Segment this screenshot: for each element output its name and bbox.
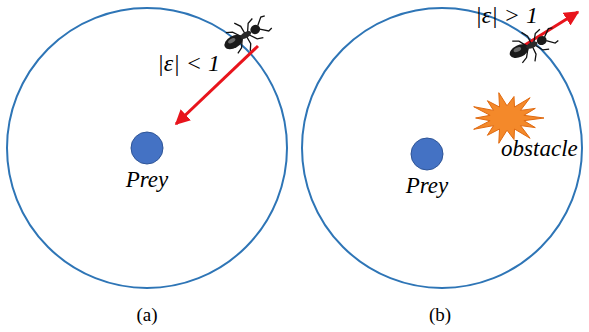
epsilon-label: |ε| > 1	[475, 2, 538, 29]
prey-dot	[130, 131, 164, 165]
panel-caption: (a)	[136, 304, 157, 326]
prey-node: Prey	[410, 137, 444, 171]
ant-icon	[217, 8, 276, 61]
range-circle	[302, 8, 582, 288]
obstacle-node: obstacle	[470, 92, 544, 144]
prey-label: Prey	[126, 167, 169, 193]
prey-label: Prey	[406, 173, 449, 199]
obstacle-label: obstacle	[501, 136, 578, 162]
epsilon-label: |ε| < 1	[157, 50, 220, 77]
prey-dot	[410, 137, 444, 171]
range-circle	[7, 8, 287, 288]
prey-node: Prey	[130, 131, 164, 165]
panel-caption: (b)	[429, 304, 451, 326]
